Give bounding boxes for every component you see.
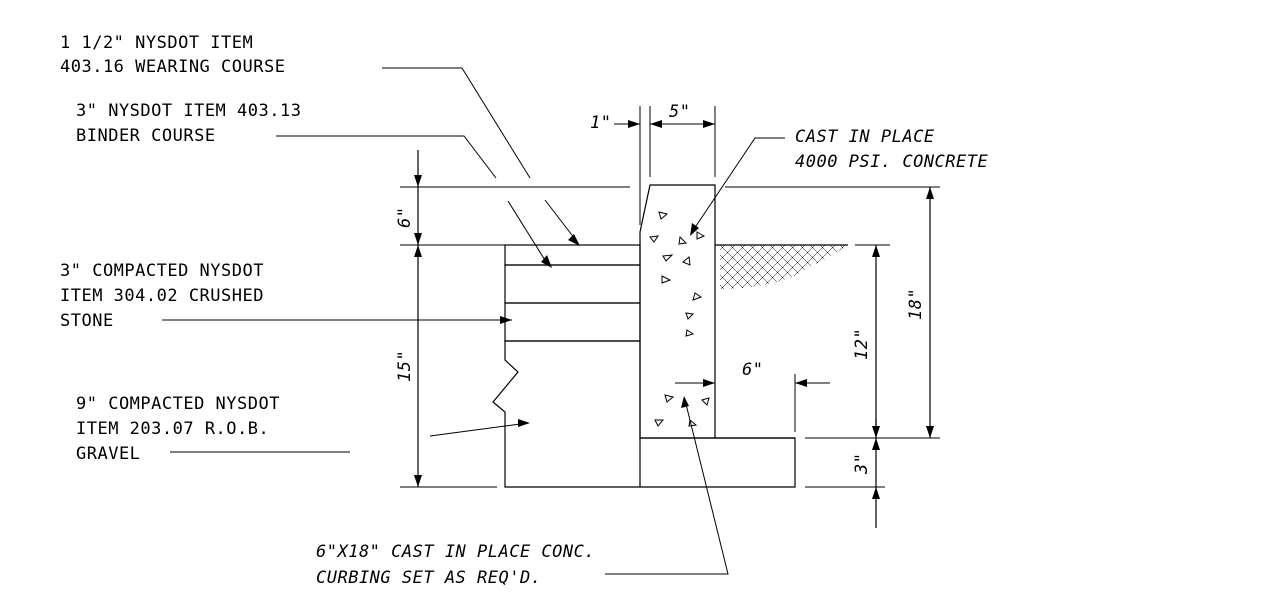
curbing-line-2: CURBING SET AS REQ'D. xyxy=(316,568,541,588)
dim-curb-height-18: 18" xyxy=(906,288,926,320)
concrete-line-2: 4000 PSI. CONCRETE xyxy=(795,152,988,172)
curbing-line-1: 6"X18" CAST IN PLACE CONC. xyxy=(316,542,595,562)
wearing-line-1: 1 1/2" NYSDOT ITEM xyxy=(60,33,253,53)
gravel-line-1: 9" COMPACTED NYSDOT xyxy=(76,394,280,414)
gravel-line-3: GRAVEL xyxy=(76,444,140,464)
stone-line-1: 3" COMPACTED NYSDOT xyxy=(60,261,264,281)
concrete-line-1: CAST IN PLACE xyxy=(795,127,935,147)
top-dimensions: 1" 5" xyxy=(590,102,716,225)
callout-binder-course: 3" NYSDOT ITEM 403.13 BINDER COURSE xyxy=(76,101,552,268)
wearing-line-2: 403.16 WEARING COURSE xyxy=(60,57,285,77)
earth-fill xyxy=(720,245,848,289)
crushed-stone-layer xyxy=(504,302,641,342)
dim-toe-3: 3" xyxy=(852,453,872,475)
callout-crushed-stone: 3" COMPACTED NYSDOT ITEM 304.02 CRUSHED … xyxy=(60,261,512,331)
concrete-aggregate-marks xyxy=(649,211,710,427)
dim-curb-width-5: 5" xyxy=(669,102,690,122)
stone-line-3: STONE xyxy=(60,311,114,331)
dim-base-15: 15" xyxy=(395,350,415,382)
concrete-curb xyxy=(639,184,848,487)
curb-outline xyxy=(639,184,716,439)
callout-curbing: 6"X18" CAST IN PLACE CONC. CURBING SET A… xyxy=(316,396,729,588)
binder-course-layer xyxy=(504,264,641,304)
dim-toe-width-6: 6" xyxy=(742,360,763,380)
right-dimensions: 18" 12" 3" 6" xyxy=(675,186,940,528)
dim-embed-12: 12" xyxy=(852,328,872,360)
binder-line-1: 3" NYSDOT ITEM 403.13 xyxy=(76,101,301,121)
callout-concrete: CAST IN PLACE 4000 PSI. CONCRETE xyxy=(690,127,988,236)
left-dimensions: 6" 15" xyxy=(395,150,630,488)
gravel-line-2: ITEM 203.07 R.O.B. xyxy=(76,419,269,439)
callout-wearing-course: 1 1/2" NYSDOT ITEM 403.16 WEARING COURSE xyxy=(60,33,580,246)
dim-offset-1: 1" xyxy=(590,113,611,133)
pavement-section xyxy=(492,244,848,488)
callout-gravel: 9" COMPACTED NYSDOT ITEM 203.07 R.O.B. G… xyxy=(76,394,530,464)
dim-reveal-6: 6" xyxy=(395,207,415,228)
binder-line-2: BINDER COURSE xyxy=(76,126,216,146)
wearing-course-layer xyxy=(504,244,641,266)
stone-line-2: ITEM 304.02 CRUSHED xyxy=(60,286,264,306)
